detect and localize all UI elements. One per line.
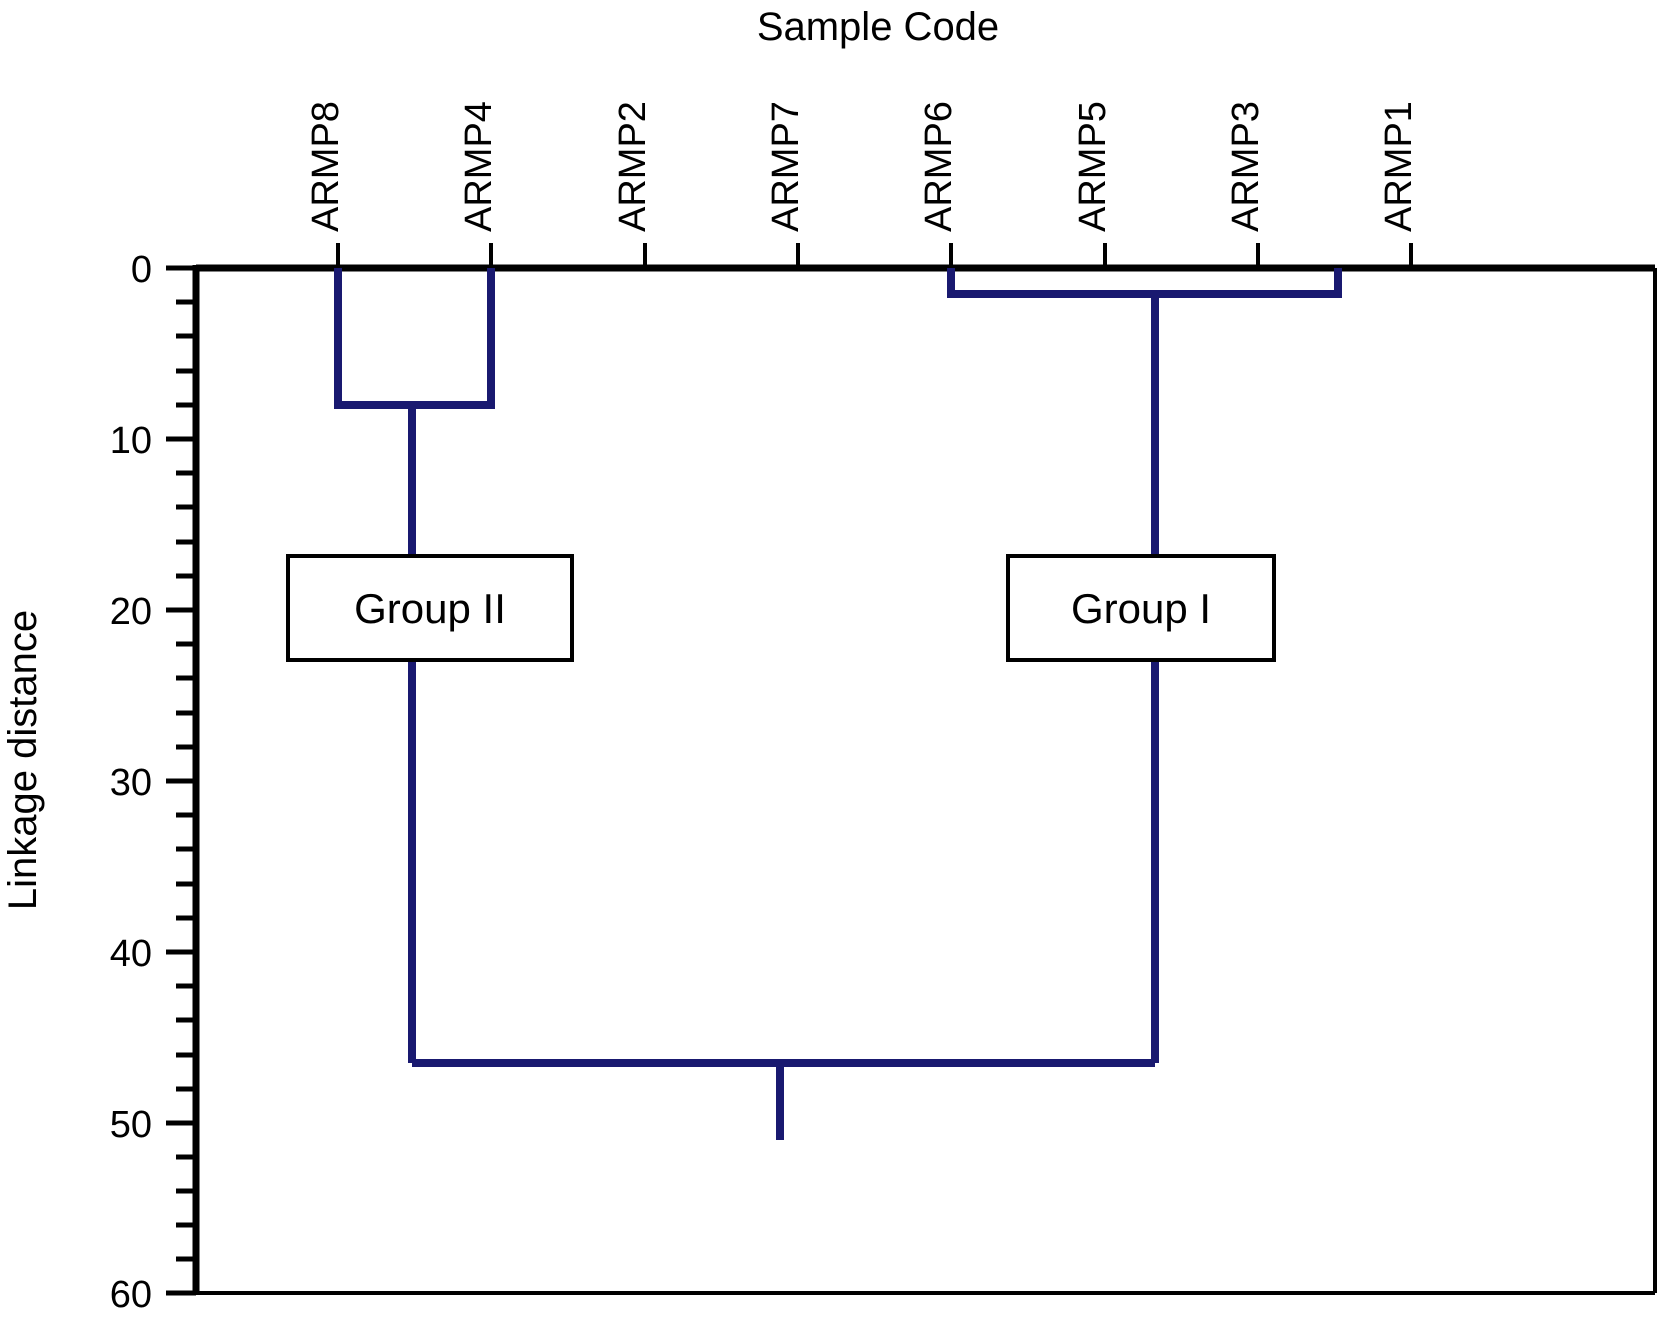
leaf-label-armp2: ARMP2 [612, 101, 654, 232]
y-tick-labels: 0 10 20 30 40 50 60 [110, 249, 152, 1316]
y-tick-label-10: 10 [110, 420, 152, 462]
leaf-label-armp6: ARMP6 [918, 101, 960, 232]
leaf-label-armp3: ARMP3 [1225, 101, 1267, 232]
group-annotation-i[interactable]: Group I [1006, 554, 1276, 662]
group-i-box[interactable] [1006, 554, 1276, 662]
x-axis-ticks [336, 243, 1413, 268]
group-ii-label: Group II [354, 585, 506, 632]
y-tick-label-40: 40 [110, 933, 152, 975]
link-armp8-armp4 [334, 268, 495, 409]
leaf-label-armp7: ARMP7 [765, 101, 807, 232]
y-axis-ticks [166, 265, 196, 1296]
y-tick-label-0: 0 [131, 249, 152, 291]
group-ii-box[interactable] [286, 554, 574, 662]
y-tick-label-30: 30 [110, 762, 152, 804]
leaf-label-armp1: ARMP1 [1378, 101, 1420, 232]
y-tick-label-20: 20 [110, 591, 152, 633]
y-tick-label-50: 50 [110, 1104, 152, 1146]
y-axis-title: Linkage distance [1, 610, 45, 910]
group-annotation-ii[interactable]: Group II [286, 554, 574, 662]
link-armp6-armp3 [947, 268, 1342, 298]
leaf-label-armp4: ARMP4 [458, 101, 500, 232]
y-tick-label-60: 60 [110, 1274, 152, 1316]
leaf-labels: ARMP8 ARMP4 ARMP2 ARMP7 ARMP6 ARMP5 ARMP… [305, 101, 1420, 232]
group-i-label: Group I [1071, 585, 1211, 632]
dendrogram-links [334, 268, 1342, 1140]
chart-title: Sample Code [757, 5, 999, 49]
leaf-label-armp5: ARMP5 [1072, 101, 1114, 232]
leaf-label-armp8: ARMP8 [305, 101, 347, 232]
